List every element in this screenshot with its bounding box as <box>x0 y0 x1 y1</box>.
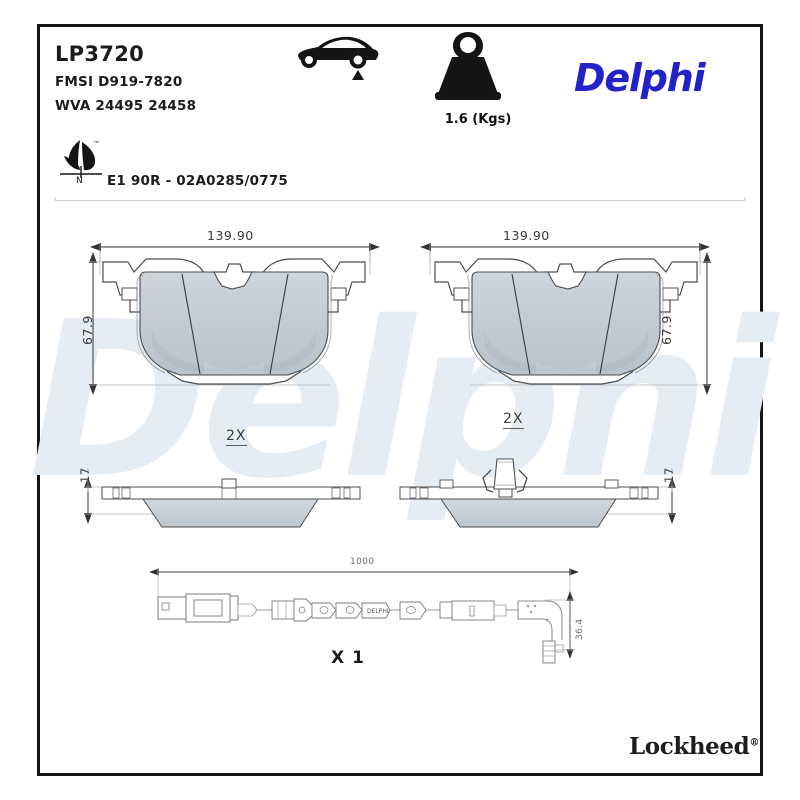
svg-text:™: ™ <box>93 140 100 148</box>
dim-pad-right-height: 67.9 <box>659 315 674 345</box>
svg-text:N: N <box>76 176 83 184</box>
lockheed-logo: Lockheed® <box>629 733 759 760</box>
multiplier-left: 2X <box>226 428 247 446</box>
pad-left-top-view <box>88 243 380 395</box>
pad-left-side-view <box>84 468 361 528</box>
delphi-logo: Delphi <box>574 56 706 100</box>
header-divider <box>55 197 745 201</box>
weight-label: 1.6 (Kgs) <box>444 112 512 127</box>
quantity-label: X 1 <box>331 648 365 668</box>
car-rear-axle-icon <box>298 36 379 80</box>
fmsi-code: FMSI D919-7820 <box>55 74 183 90</box>
dim-pad-right-thickness: 17 <box>662 467 676 483</box>
eco-leaf-icon: N ™ <box>60 140 102 184</box>
wva-code: WVA 24495 24458 <box>55 98 197 114</box>
dim-pad-right-width: 139.90 <box>503 228 550 243</box>
wear-sensor-assembly: DELPHI <box>149 568 579 664</box>
dim-pad-left-thickness: 17 <box>78 467 92 483</box>
registered-mark: ® <box>749 737 759 749</box>
page-border <box>37 24 763 776</box>
svg-text:DELPHI: DELPHI <box>367 608 389 615</box>
dim-sensor-length: 1000 <box>350 557 375 567</box>
pad-right-side-view <box>399 458 676 528</box>
part-number: LP3720 <box>55 42 145 66</box>
weight-kettlebell-icon <box>435 32 501 100</box>
dim-pad-left-width: 139.90 <box>207 228 254 243</box>
dim-sensor-drop: 36.4 <box>575 618 585 640</box>
multiplier-right: 2X <box>503 411 524 429</box>
ece-approval-code: E1 90R - 02A0285/0775 <box>107 173 289 189</box>
pad-right-top-view <box>420 243 712 395</box>
dim-pad-left-height: 67.9 <box>80 315 95 345</box>
lockheed-text: Lockheed <box>629 733 750 760</box>
retaining-clip <box>482 458 528 498</box>
